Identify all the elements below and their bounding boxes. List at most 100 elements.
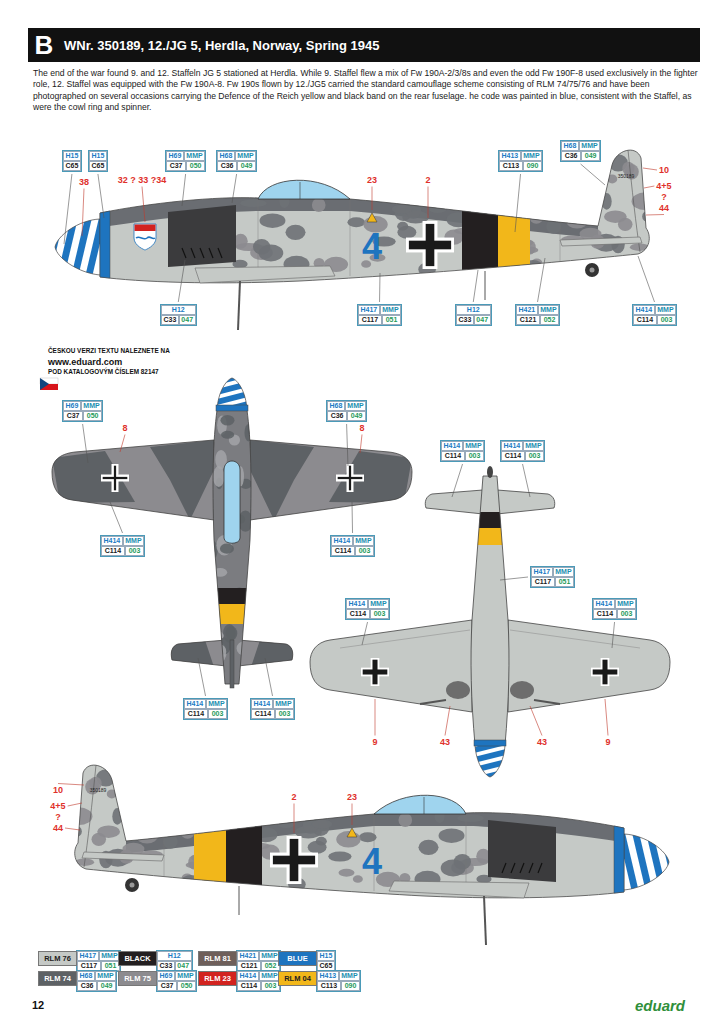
code-row: C36049	[217, 161, 256, 171]
cowl-ring	[474, 740, 506, 746]
balkenkreuz	[361, 658, 389, 686]
code-row: H414MMP	[101, 536, 144, 546]
paint-code: H12	[161, 305, 196, 315]
fin	[230, 640, 234, 688]
code-row: H414MMP	[501, 441, 544, 451]
color-swatch: BLACK	[118, 951, 157, 966]
paint-code: H417	[77, 951, 99, 961]
paint-code: C36	[327, 411, 347, 421]
leader-line	[375, 699, 376, 736]
callout-number: 8	[122, 424, 127, 433]
paint-code: 003	[657, 315, 676, 325]
cowl-panel	[168, 205, 236, 267]
mottle	[97, 825, 120, 837]
callout-number: 38	[79, 178, 89, 187]
callout-number: 4+5	[50, 802, 65, 811]
gear-leg	[484, 896, 486, 945]
code-row: C114003	[593, 609, 636, 619]
leader-line	[605, 699, 608, 736]
paint-code: H69	[166, 151, 184, 161]
paint-code: H414	[237, 971, 259, 981]
aircraft-code: 4	[362, 229, 382, 265]
art-element	[460, 512, 520, 545]
paint-code: MMP	[99, 951, 120, 961]
callout-number: 2	[425, 176, 430, 185]
leader-line	[638, 256, 655, 302]
color-name: RLM 04	[284, 974, 311, 983]
paint-code: MMP	[175, 971, 196, 981]
paint-code: H414	[441, 441, 463, 451]
mottle	[328, 852, 351, 862]
paint-code: MMP	[123, 536, 144, 546]
tail-wheel	[487, 466, 493, 478]
code-row: C114003	[633, 315, 676, 325]
mottle	[212, 609, 219, 621]
art-element	[182, 248, 186, 258]
paint-code: 003	[465, 451, 484, 461]
code-row: C65	[63, 161, 81, 171]
paint-code: H413	[317, 971, 339, 981]
paint-code: MMP	[523, 441, 544, 451]
art-element	[40, 378, 49, 390]
black-band	[226, 765, 262, 915]
code-row: H413MMP	[499, 151, 542, 161]
code-row: C37050	[166, 161, 205, 171]
code-row: H68MMP	[327, 401, 366, 411]
art-element	[40, 205, 109, 290]
header-bar	[28, 28, 700, 62]
paint-code: 052	[540, 315, 559, 325]
fuselage-outline	[100, 150, 649, 283]
leader-line	[232, 174, 237, 203]
mottle	[213, 466, 224, 487]
mottle	[243, 666, 257, 688]
paint-code: MMP	[368, 599, 389, 609]
side-view-left	[40, 150, 659, 330]
code-row: H414MMP	[237, 971, 280, 981]
paint-code: C114	[346, 609, 370, 619]
paint-code: 090	[523, 161, 542, 171]
art-element	[590, 268, 595, 273]
code-row: H12	[161, 305, 196, 315]
paint-code: 047	[179, 315, 196, 325]
balkenkreuz	[101, 464, 129, 492]
wing	[389, 881, 529, 898]
paint-code: H12	[157, 951, 192, 961]
code-row: C114003	[441, 451, 484, 461]
code-row: C37050	[157, 981, 196, 991]
side-view-right	[65, 765, 684, 945]
fuselage-outline	[471, 476, 509, 745]
paint-code: H68	[217, 151, 235, 161]
spinner-stripe	[40, 205, 67, 290]
note-text: POD KATALOGOVÝM ČÍSLEM 82147	[48, 369, 159, 375]
emblem-wave	[136, 237, 155, 239]
code-row: H12	[456, 305, 491, 315]
paint-code: H68	[327, 401, 345, 411]
paint-code: H68	[77, 971, 95, 981]
spinner-stripe	[68, 205, 95, 290]
paint-code-box: H414MMPC114003	[330, 535, 375, 557]
mottle	[336, 831, 360, 848]
code-row: H414MMP	[346, 599, 389, 609]
color-swatch: RLM 74	[38, 971, 77, 986]
color-swatch: BLUE	[278, 951, 317, 966]
yellow-band	[194, 765, 226, 915]
color-name: RLM 23	[204, 974, 231, 983]
paint-code-box: H15C65	[62, 150, 82, 172]
paint-code-box: H68MMPC36049	[76, 970, 117, 992]
code-row: C113090	[499, 161, 542, 171]
mottle	[260, 213, 286, 228]
code-row: H68MMP	[217, 151, 256, 161]
paint-code-box: H68MMPC36049	[560, 140, 601, 162]
canopy-frame	[424, 797, 425, 814]
code-row: H15	[89, 151, 107, 161]
mottle	[632, 192, 659, 210]
spinner-outline	[217, 378, 247, 410]
splinter	[52, 451, 135, 503]
code-row: H69MMP	[63, 401, 102, 411]
tail-wheel	[125, 878, 139, 892]
code-row: C36049	[77, 981, 116, 991]
paint-code: H417	[358, 305, 380, 315]
paint-code: C113	[317, 981, 341, 991]
mottle	[69, 826, 82, 837]
paint-code: 051	[382, 315, 401, 325]
